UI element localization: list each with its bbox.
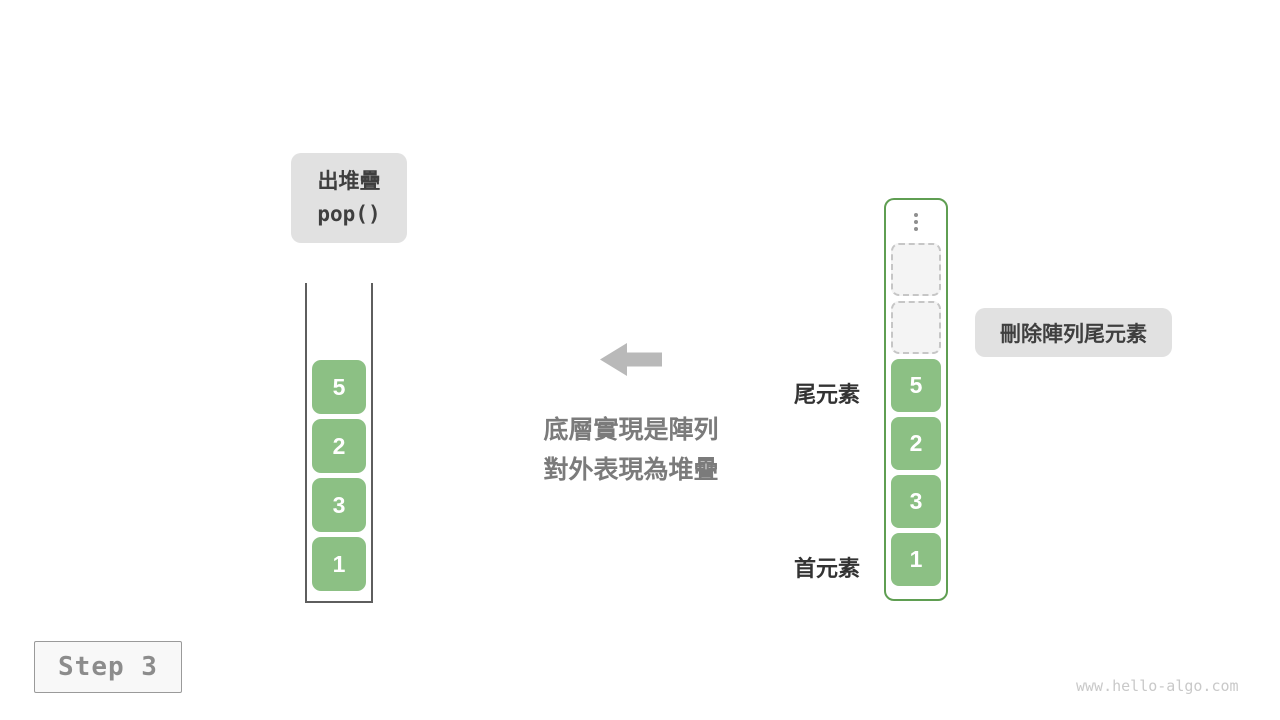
pop-operation-code: pop() — [317, 202, 381, 226]
array-cell: 3 — [891, 475, 941, 528]
stack-cell: 5 — [312, 360, 366, 414]
left-arrow-icon — [600, 343, 662, 376]
empty-array-slot — [891, 243, 941, 296]
array-cell: 5 — [891, 359, 941, 412]
empty-array-slot — [891, 301, 941, 354]
step-indicator: Step 3 — [34, 641, 182, 693]
step-label: Step 3 — [58, 652, 158, 682]
vertical-ellipsis-icon — [914, 206, 918, 238]
watermark-text: www.hello-algo.com — [1076, 677, 1239, 695]
tail-element-label: 尾元素 — [793, 382, 860, 407]
explanation-line-2: 對外表現為堆疊 — [543, 456, 719, 484]
array-cell: 1 — [891, 533, 941, 586]
pop-operation-label: 出堆疊 pop() — [291, 153, 407, 243]
array-view-container: 5 2 3 1 — [884, 198, 948, 601]
array-cell: 2 — [891, 417, 941, 470]
stack-cell: 2 — [312, 419, 366, 473]
stack-cell: 1 — [312, 537, 366, 591]
explanation-text: 底層實現是陣列 對外表現為堆疊 — [456, 410, 806, 490]
explanation-line-1: 底層實現是陣列 — [543, 416, 719, 444]
delete-tail-annotation: 刪除陣列尾元素 — [975, 308, 1172, 357]
head-element-label: 首元素 — [793, 556, 860, 581]
stack-cell: 3 — [312, 478, 366, 532]
stack-view-container: 5 2 3 1 — [305, 283, 373, 603]
pop-operation-name: 出堆疊 — [317, 170, 381, 193]
